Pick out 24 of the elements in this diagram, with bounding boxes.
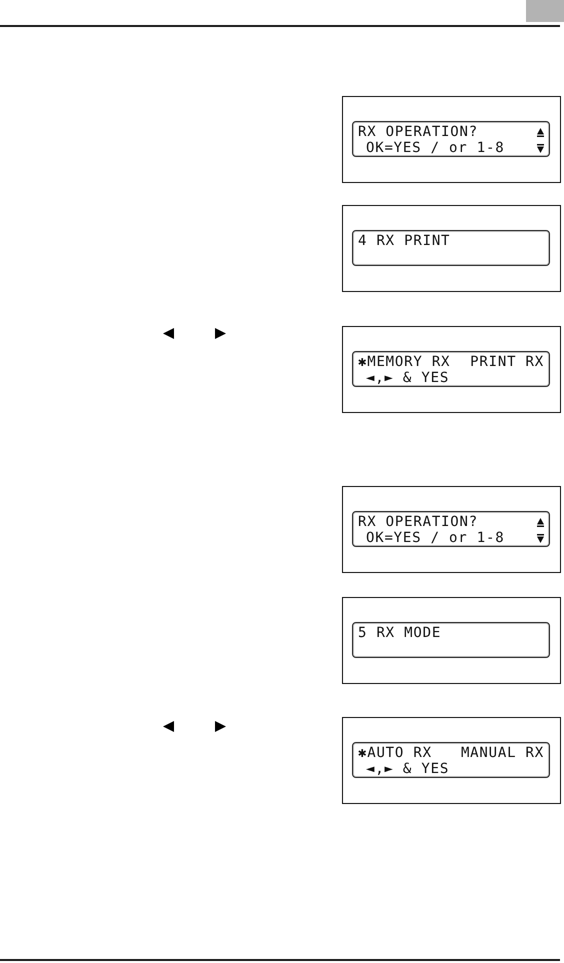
- panel-frame: [342, 486, 561, 573]
- display-text: ✱MEMORY RX: [358, 354, 450, 370]
- lcd-display: [352, 121, 550, 157]
- display-text: 5 RX MODE: [358, 625, 442, 641]
- lcd-display: [352, 622, 550, 658]
- display-text: OK=YES / or 1-8: [366, 140, 504, 156]
- lcd-display: [352, 351, 550, 387]
- panel-frame: [342, 597, 561, 684]
- panel-frame: [342, 717, 561, 804]
- display-text: ✱AUTO RX: [358, 745, 432, 761]
- panel-frame: [342, 96, 561, 183]
- lcd-display: [352, 511, 550, 547]
- panel-frame: [342, 326, 561, 413]
- display-text: OK=YES / or 1-8: [366, 530, 504, 546]
- lcd-display: [352, 230, 550, 266]
- display-text: RX OPERATION?: [358, 514, 478, 530]
- display-text: PRINT RX: [470, 354, 544, 370]
- display-text: MANUAL RX: [460, 745, 544, 761]
- display-text: 4 RX PRINT: [358, 233, 450, 249]
- display-text: ◄,► & YES: [366, 370, 450, 386]
- display-text: RX OPERATION?: [358, 124, 478, 140]
- display-text: ◄,► & YES: [366, 761, 450, 777]
- panel-frame: [342, 205, 561, 292]
- lcd-display: [352, 742, 550, 778]
